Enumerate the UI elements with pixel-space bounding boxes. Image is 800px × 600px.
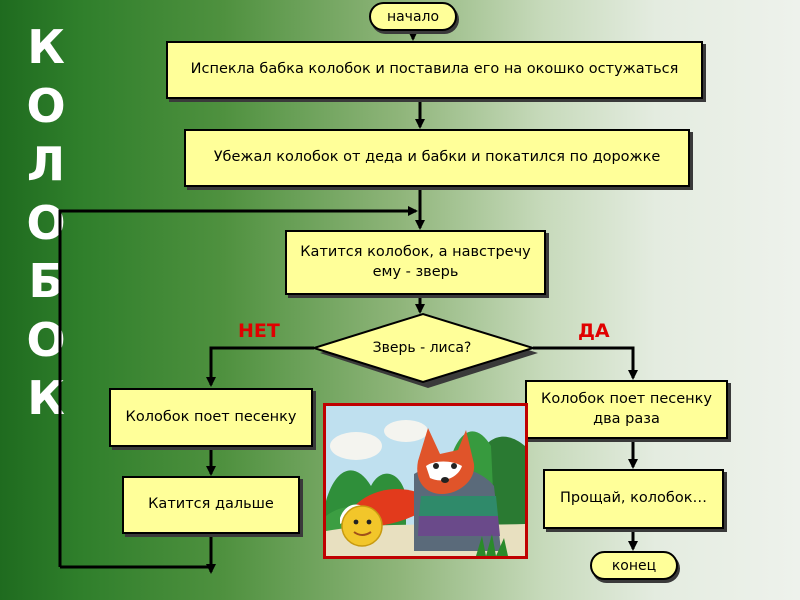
start-label: начало: [386, 8, 440, 25]
step-text: Катится колобок, а навстречу ему - зверь: [300, 243, 531, 280]
step-run-away: Убежал колобок от деда и бабки и покатил…: [184, 129, 690, 187]
decision-text: Зверь - лиса?: [372, 340, 472, 356]
step-bake-kolobok: Испекла бабка колобок и поставила его на…: [166, 41, 703, 99]
step-text: Испекла бабка колобок и поставила его на…: [190, 61, 679, 78]
step-text: Катится дальше: [148, 496, 274, 513]
title-letter: К: [27, 20, 65, 74]
title-letter: Б: [28, 254, 64, 308]
arrow-decision-yes: [533, 346, 638, 380]
step-text: Убежал колобок от деда и бабки и покатил…: [213, 149, 661, 166]
start-terminal: начало: [369, 2, 457, 31]
step-text: Колобок поет песенку два раза: [541, 390, 712, 427]
step-text: Прощай, колобок…: [559, 490, 707, 507]
arrow-decision-no: [206, 346, 314, 387]
step-text: Колобок поет песенку: [125, 408, 297, 425]
step-goodbye: Прощай, колобок…: [543, 469, 724, 529]
title-letter: О: [26, 78, 66, 133]
decision-diamond: [310, 312, 537, 384]
yes-branch-label: ДА: [578, 320, 610, 342]
end-terminal: конец: [590, 551, 678, 580]
illustration-drawing: [326, 406, 525, 556]
step-sings-twice: Колобок поет песенку два раза: [525, 380, 728, 439]
arrow-loop-back: [58, 206, 418, 567]
title-letter: Л: [26, 137, 66, 191]
arrow-no2-loop: [60, 533, 213, 569]
step-rolls-on: Катится дальше: [122, 476, 300, 534]
fox-and-kolobok-illustration: [323, 403, 528, 559]
no-branch-label: НЕТ: [238, 320, 280, 342]
step-meets-animal: Катится колобок, а навстречу ему - зверь: [285, 230, 546, 295]
step-sings-song: Колобок поет песенку: [109, 388, 313, 447]
decision-label: Зверь - лиса?: [322, 335, 522, 361]
end-label: конец: [611, 557, 657, 574]
